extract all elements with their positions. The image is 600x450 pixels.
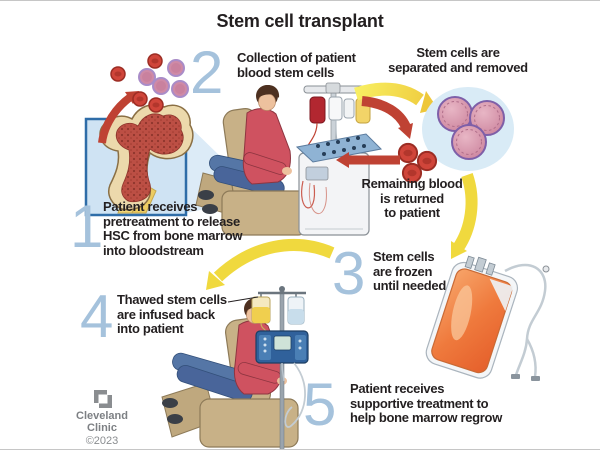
step-4-label: Thawed stem cells are infused back into … (117, 292, 227, 337)
step-2-number: 2 (190, 39, 224, 106)
annotation-separated: Stem cells are separated and removed (388, 45, 528, 75)
step-5-label: Patient receives supportive treatment to… (350, 381, 503, 426)
arrow-return-to-patient (336, 152, 400, 168)
infusion-pump (255, 330, 309, 428)
arrow-separated-rbc (361, 96, 413, 139)
separated-stem-cells (422, 87, 514, 171)
page-title: Stem cell transplant (216, 11, 384, 31)
leader-line-thawed-cells (227, 296, 259, 303)
infusion-scene (161, 286, 309, 449)
bone-marrow-inset-box (84, 103, 194, 217)
apheresis-scene (195, 82, 383, 236)
step-2-label: Collection of patient blood stem cells (237, 50, 356, 80)
fluid-bag-small (343, 98, 355, 119)
arrow-to-freezing (451, 173, 478, 259)
step-1-number: 1 (70, 193, 104, 260)
apheresis-machine (295, 82, 383, 236)
patient-collection (198, 85, 307, 236)
brand-name: Cleveland Clinic (76, 410, 128, 435)
step-4-number: 4 (80, 283, 114, 350)
annotation-returned: Remaining blood is returned to patient (361, 176, 463, 221)
cleveland-clinic-logo-icon (94, 390, 112, 408)
step-3-number: 3 (332, 240, 366, 307)
step-3-label: Stem cells are frozen until needed (373, 249, 446, 294)
copyright: ©2023 (85, 435, 119, 447)
blood-bag-red (309, 96, 326, 124)
stem-cell-bag (425, 255, 550, 381)
step-5-number: 5 (303, 371, 337, 438)
arrow-to-infusion (206, 239, 335, 290)
step-1-label: Patient receives pretreatment to release… (103, 199, 243, 258)
fluid-bag-white (328, 96, 343, 121)
bone-illustration (99, 103, 194, 214)
